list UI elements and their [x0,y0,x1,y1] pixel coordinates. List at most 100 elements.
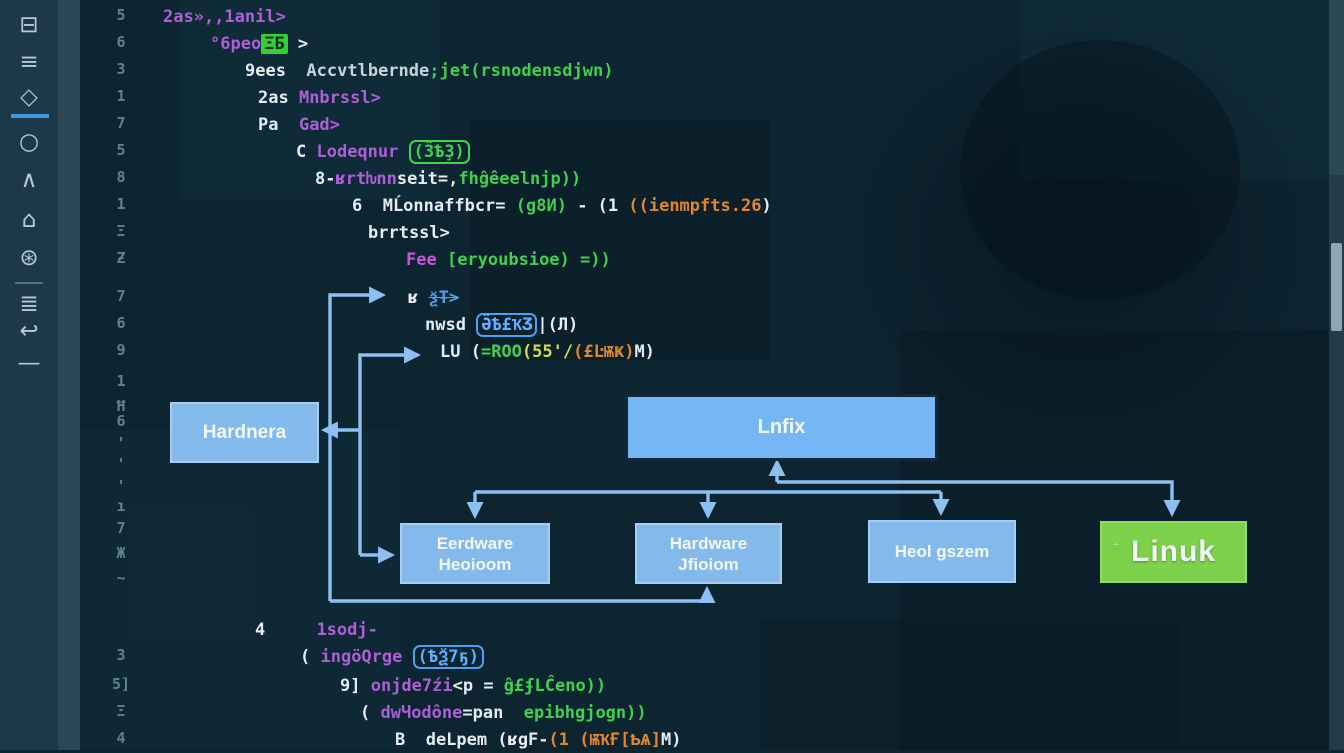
code-segment: [eryoubsioe) =)) [446,250,611,270]
line-number: Ƶ [116,249,126,267]
code-segment: =ROO [480,342,522,362]
box-label-line2: Heoioom [438,554,512,574]
code-segment: ( [300,647,321,667]
code-segment [265,620,316,640]
code-segment: ĝ£ʄLĈeno)) [503,676,607,696]
code-line: 4 1sodj- [255,619,378,643]
code-segment: M) [660,730,682,750]
code-segment: ;jet(rsnodensdjwn) [429,61,614,81]
code-segment: 2as»,,1anil> [163,7,286,27]
code-segment: ingöQrge [320,647,413,667]
code-segment: ʁ [408,288,429,308]
code-segment: ѯŦ> [428,288,460,308]
code-line: 6 MĹonnaffbcr= (g8И) - (1 ((ienmpfts.26) [352,195,772,219]
line-number: Ħ [116,397,126,415]
code-segment: ) [761,196,772,216]
code-segment: (ѢѮ7ҕ) [412,645,484,669]
shape-icon[interactable]: ⌂ [21,207,37,233]
active-icon-indicator [11,114,49,118]
undo-arrow-icon[interactable]: ↩ [19,318,39,344]
code-segment: (1 (ѬҠҒ[ҌѦ] [548,730,661,750]
line-number: 6 [116,412,126,430]
code-segment: Fee [406,250,447,270]
line-number: 4 [116,729,126,747]
line-number: 1 [116,87,126,105]
code-segment: =pan [462,703,524,723]
box-label: Hardnera [202,421,287,443]
code-segment: 1sodj- [316,620,378,640]
code-segment: Mnbrssl> [298,88,381,108]
code-segment: 9] [340,676,371,696]
box-label-line2: Jfioiom [678,554,739,574]
code-segment: ( [360,703,381,723]
diagram-box-hardware: Hardware Jfioiom [635,523,782,584]
activity-bar-edge [58,0,80,750]
box-label: Lnfix [757,416,806,438]
line-number: 7 [116,519,126,537]
line-number: 6 [116,314,126,332]
diagram-box-lnfix: Lnfix [625,394,938,461]
line-number: 5 [116,6,126,24]
code-segment: (ӞѢҘ) [408,140,470,164]
code-segment: fhĝêeelnjp)) [458,169,582,189]
scrollbar-track[interactable] [1329,0,1344,750]
code-segment: ӚѢ£ҠӠ [476,313,538,337]
code-segment: LU ( [440,342,481,362]
sparkle-icon: ✳ [1110,537,1122,552]
scrollbar-thumb[interactable] [1331,243,1342,331]
code-segment: Accvtlbernde [306,61,430,81]
code-segment: epibhgjogn)) [523,703,647,723]
box-label-line1: Eerdware [436,533,514,553]
code-line: 9ees Accvtlbernde;jet(rsnodensdjwn) [245,60,613,84]
code-segment: 4 [255,620,266,640]
line-number: ı [116,497,126,515]
code-line: nwsd ӚѢ£ҠӠ|(Л) [425,313,579,338]
code-line: Pa Gad> [258,114,340,138]
diagram-box-linuk: ✳ Linuk [1100,521,1247,583]
code-segment: seit [396,169,438,189]
code-segment: 2as [258,88,299,108]
code-line: ʁ ѯŦ> [408,287,459,311]
code-segment: - (1 [566,196,629,216]
box-label: Heol gszem [894,541,990,561]
line-number: 5 [116,141,126,159]
diamond-icon[interactable]: ◇ [20,84,38,110]
list-icon[interactable]: ≣ [19,291,39,317]
code-segment: (£ĿѬҜ) [573,342,635,362]
line-number: Ж [116,544,126,562]
code-segment: brrtssl> [368,223,450,243]
code-line: 2as Mnbrssl> [258,87,381,111]
code-line: ( dwЧodône=pan epibhgjogn)) [360,702,647,726]
line-number: 8 [116,168,126,186]
line-number: 9 [116,341,126,359]
layers-icon[interactable]: ≡ [19,49,39,75]
code-line: ( ingöQrge (ѢѮ7ҕ) [300,645,484,670]
code-segment: dwЧodône [380,703,463,723]
code-segment: Gad> [298,115,340,135]
code-line: B deLpem (ʁgF-(1 (ѬҠҒ[ҌѦ]M) [395,729,681,753]
code-segment: Pa [258,115,299,135]
save-icon[interactable]: ⊟ [19,12,39,38]
gear-icon[interactable]: ⊛ [19,245,39,271]
code-segment: M) [634,342,655,362]
chevron-up-icon[interactable]: ∧ [20,167,38,193]
activity-bar-divider [15,282,43,284]
code-segment: ((ienmpfts.26 [628,196,762,216]
code-segment: nwsd [425,315,477,335]
code-segment: |(Л) [537,315,579,335]
line-number: 6 [116,33,126,51]
dash-icon[interactable]: — [17,350,41,376]
code-segment: 8- [315,169,336,189]
line-number: ' [116,455,126,473]
line-number: Ξ [116,702,126,720]
code-line: C Lodeqnur (ӞѢҘ) [296,140,470,165]
diagram-box-eerdware: Eerdware Heoioom [400,523,550,584]
code-segment: onjde7źi [370,676,453,696]
line-number: ~ [116,569,126,587]
line-number: ' [116,434,126,452]
scrollbar-track-top [1329,0,1344,175]
circle-icon[interactable]: ○ [18,129,40,155]
diagram-box-hardnera: Hardnera [170,402,319,463]
background-patch [760,620,1180,750]
line-number: 3 [116,646,126,664]
